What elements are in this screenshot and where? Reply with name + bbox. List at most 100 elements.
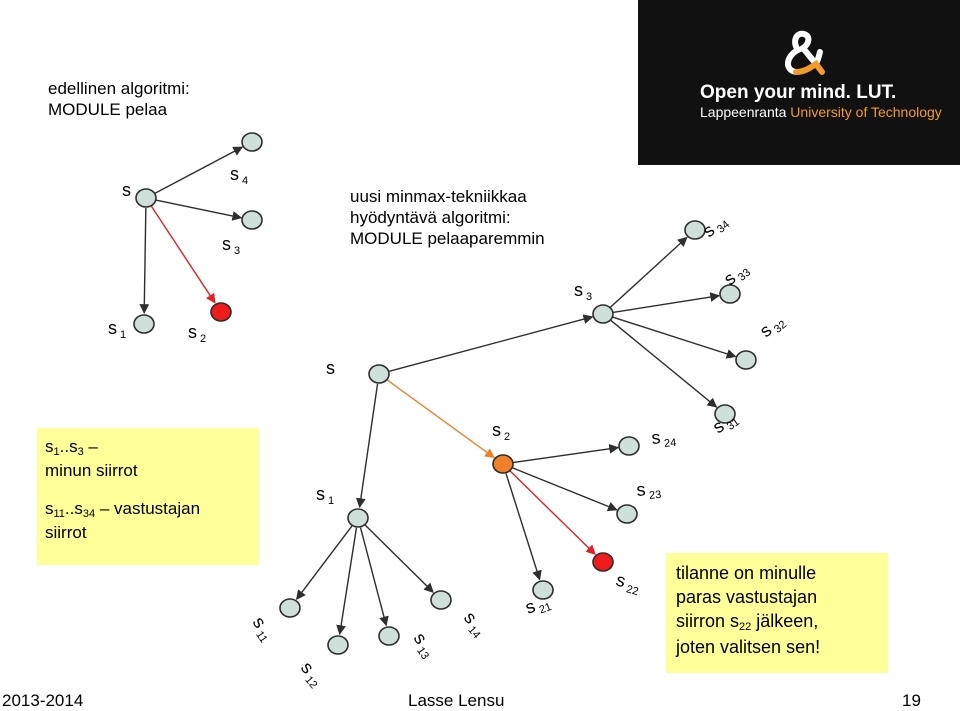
- note-line3-sub: 22: [739, 621, 752, 633]
- node-t2_s14: [430, 590, 452, 610]
- label-t1_s3: s 3: [222, 234, 240, 257]
- edge-t2_s-to-t2_s2: [386, 379, 495, 459]
- label-base-t2_s1: s: [316, 484, 325, 504]
- label-t2_s2: s 2: [492, 420, 510, 443]
- logo-university-b: University of Technology: [786, 104, 942, 120]
- previous-algorithm-text: edellinen algoritmi: MODULE pelaa: [48, 78, 190, 120]
- node-t1_s3: [241, 210, 263, 230]
- label-base-t2_s: s: [326, 358, 335, 378]
- label-t1_s2: s 2: [188, 322, 206, 345]
- edge-t2_s1-to-t2_s13: [359, 527, 389, 627]
- edge-t1_s-to-t1_s4: [154, 146, 244, 194]
- note-line3: siirron s22 jälkeen,: [676, 609, 818, 639]
- footer-year: 2013-2014: [2, 691, 84, 710]
- node-t2_s12: [327, 635, 349, 655]
- label-base-t2_s23: s: [636, 479, 647, 500]
- previous-algorithm-line1: edellinen algoritmi:: [48, 79, 190, 98]
- note-line3a: siirron s: [676, 611, 740, 631]
- logo-university: Lappeenranta University of Technology: [700, 104, 942, 120]
- label-sub-t2_s24: 24: [661, 437, 677, 450]
- legend-line2: minun siirrot: [45, 461, 138, 480]
- node-t2_s3: [592, 304, 614, 324]
- label-base-t2_s2: s: [492, 420, 501, 440]
- lut-logo: Open your mind. LUT. Lappeenranta Univer…: [638, 0, 960, 165]
- edge-t2_s2-to-t2_s21: [505, 473, 542, 581]
- edge-t1_s-to-t1_s1: [139, 207, 150, 314]
- node-t1_s1: [133, 314, 155, 334]
- legend-box: s1..s3 – minun siirrot s11..s34 – vastus…: [37, 428, 259, 565]
- label-t2_s23: s 23: [636, 478, 662, 503]
- edges-layer: [139, 146, 737, 636]
- node-t2_s22: [592, 552, 614, 572]
- label-t2_s34: s 34: [699, 210, 732, 243]
- node-t2_s2: [492, 454, 514, 474]
- edge-t2_s3-to-t2_s33: [612, 292, 721, 314]
- node-t2_s24: [618, 436, 640, 456]
- node-t2_s21: [532, 580, 554, 600]
- legend-line3: s11..s34 – vastustajan: [45, 498, 200, 525]
- legend-b-s: s: [45, 499, 54, 518]
- label-t2_s1: s 1: [316, 484, 334, 507]
- edge-t2_s-to-t2_s1: [356, 383, 379, 509]
- label-t2_s11: s 11: [246, 613, 278, 645]
- node-t2_s31: [714, 404, 736, 424]
- edge-t2_s3-to-t2_s31: [610, 319, 718, 408]
- edge-t2_s1-to-t2_s11: [296, 525, 353, 601]
- label-t2_s32: s 32: [756, 310, 789, 343]
- edge-t2_s3-to-t2_s34: [609, 236, 688, 308]
- footer-page-number: 19: [902, 691, 921, 710]
- new-algorithm-line1: uusi minmax-tekniikkaa: [350, 187, 527, 206]
- label-t2_s13: s 13: [407, 629, 440, 662]
- node-t2_s33: [719, 284, 741, 304]
- label-sub-t2_s21: 21: [535, 601, 553, 618]
- edge-t2_s1-to-t2_s12: [336, 527, 358, 636]
- label-base-t2_s3: s: [574, 280, 583, 300]
- legend-b-dots: ..s: [64, 499, 83, 518]
- logo-brand: Open your mind. LUT.: [700, 82, 897, 103]
- node-t2_s23: [616, 504, 638, 524]
- edge-t2_s2-to-t2_s23: [512, 467, 618, 512]
- label-sub-t2_s1: 1: [325, 495, 334, 507]
- node-t2_s34: [684, 220, 706, 240]
- legend-a-sub3: 3: [77, 446, 84, 458]
- node-t2_s: [368, 364, 390, 384]
- label-sub-t2_s3: 3: [583, 291, 592, 303]
- logo-university-a: Lappeenranta: [700, 104, 787, 120]
- label-base-t1_s: s: [122, 180, 131, 200]
- node-t2_s1: [347, 508, 369, 528]
- label-sub-t1_s3: 3: [231, 245, 240, 257]
- note-line3b: jälkeen,: [751, 611, 819, 631]
- node-t1_s: [135, 188, 157, 208]
- legend-b-rest: – vastustajan: [95, 499, 201, 518]
- node-t2_s11: [279, 598, 301, 618]
- label-base-t1_s1: s: [108, 318, 117, 338]
- note-line4: joten valitsen sen!: [676, 637, 821, 657]
- node-t2_s13: [378, 626, 400, 646]
- edge-t2_s2-to-t2_s22: [509, 470, 596, 555]
- nodes-layer: [133, 132, 757, 655]
- legend-b-sub34: 34: [82, 508, 96, 520]
- legend-a-dash: –: [83, 437, 98, 456]
- label-t2_s3: s 3: [574, 280, 592, 303]
- legend-a-s: s: [45, 437, 54, 456]
- legend-line1: s1..s3 –: [45, 436, 98, 463]
- node-t1_s2: [210, 302, 232, 322]
- label-t2_s12: s 12: [295, 658, 328, 691]
- label-t2_s24: s 24: [651, 426, 677, 451]
- edge-t1_s-to-t1_s3: [155, 199, 243, 221]
- label-sub-t1_s1: 1: [117, 329, 126, 341]
- edge-t2_s1-to-t2_s14: [364, 524, 434, 593]
- label-sub-t2_s22: 22: [622, 582, 640, 598]
- edge-t2_s2-to-t2_s24: [512, 443, 620, 464]
- label-sub-t2_s2: 2: [501, 431, 510, 443]
- edge-t2_s3-to-t2_s32: [612, 316, 737, 359]
- note-box: tilanne on minulle paras vastustajan sii…: [666, 553, 888, 673]
- label-t1_s4: s 4: [230, 164, 248, 187]
- node-t1_s4: [241, 132, 263, 152]
- label-t1_s: s: [122, 180, 131, 200]
- node-t2_s32: [735, 350, 757, 370]
- ampersand-logo-icon: [785, 30, 825, 75]
